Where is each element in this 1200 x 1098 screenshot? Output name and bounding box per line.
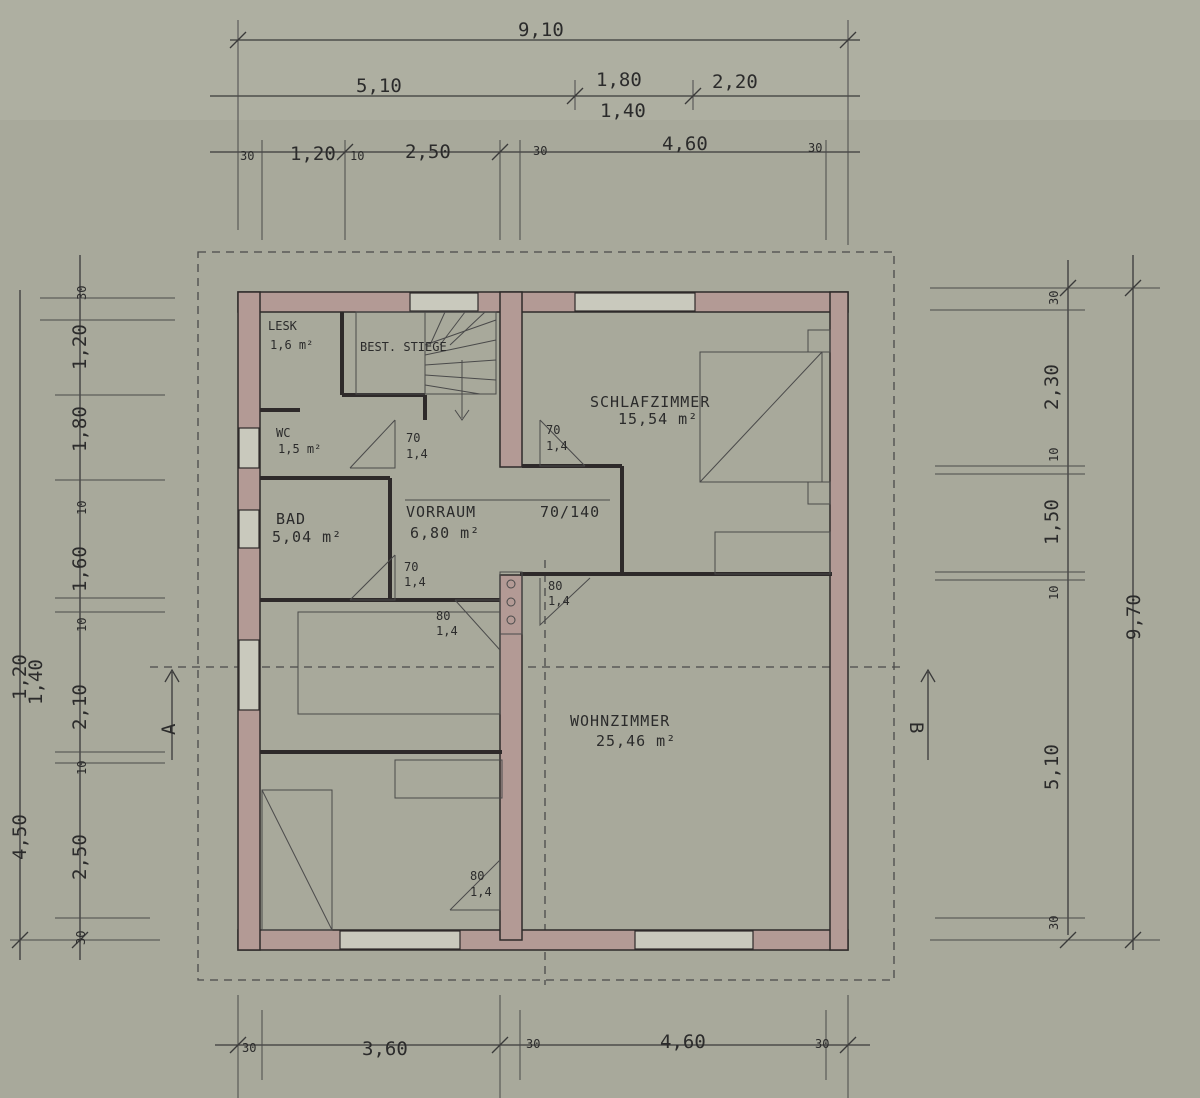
room-schlafzimmer-name: SCHLAFZIMMER [590, 393, 710, 411]
door-label-6b: 1,4 [470, 885, 492, 899]
left-dimension-lines [10, 255, 175, 960]
room-lesk-area: 1,6 m² [270, 338, 313, 352]
door-label-1: 70 [406, 431, 420, 445]
dim-top-seg-2: 1,20 [290, 143, 336, 165]
dim-left-seg-7: 10 [75, 501, 89, 515]
section-arrow-left [164, 668, 180, 760]
door-label-2: 70 [404, 560, 418, 574]
dim-top-seg-1: 30 [240, 149, 254, 163]
bottom-dimension-lines [215, 995, 870, 1098]
dim-top-seg-5: 30 [533, 144, 547, 158]
door-label-2b: 1,4 [404, 575, 426, 589]
door-label-5: 80 [436, 609, 450, 623]
room-stiege-name: BEST. STIEGE [360, 340, 447, 354]
dim-left-seg-4: 2,10 [69, 684, 91, 730]
dim-right-seg-6: 5,10 [1041, 744, 1063, 790]
right-dimension-lines [930, 255, 1160, 950]
dim-top-seg-7: 30 [808, 141, 822, 155]
room-lesk-name: LESK [268, 319, 298, 333]
dim-top-right: 2,20 [712, 71, 758, 93]
room-bad-area: 5,04 m² [272, 528, 342, 546]
dim-right-seg-1: 30 [1047, 291, 1061, 305]
dim-top-seg-4: 2,50 [405, 141, 451, 163]
door-label-4: 80 [548, 579, 562, 593]
room-bad-name: BAD [276, 510, 306, 528]
windows [238, 292, 754, 950]
dim-bottom-seg-3: 30 [526, 1037, 540, 1051]
dim-right-seg-3: 10 [1047, 448, 1061, 462]
top-dimension-lines [210, 20, 860, 245]
dim-top-mid-upper: 1,80 [596, 69, 642, 91]
room-schlafzimmer-area: 15,54 m² [618, 410, 698, 428]
dim-left-outer-1: 4,50 [9, 814, 31, 860]
dim-top-total: 9,10 [518, 19, 564, 41]
door-label-4b: 1,4 [548, 594, 570, 608]
door-label-1b: 1,4 [406, 447, 428, 461]
dim-left-seg-1: 30 [74, 931, 88, 945]
room-wohnzimmer-name: WOHNZIMMER [570, 712, 670, 730]
door-label-3: 70 [546, 423, 560, 437]
section-mark-a: A [158, 723, 180, 735]
section-arrow-right [920, 668, 936, 760]
staircase [355, 311, 497, 421]
dim-left-outer-2: 1,40 [25, 659, 47, 705]
dim-right-total: 9,70 [1123, 594, 1145, 640]
dim-bottom-seg-5: 30 [815, 1037, 829, 1051]
dim-left-seg-5: 10 [75, 618, 89, 632]
dim-right-seg-4: 1,50 [1041, 499, 1063, 545]
dim-left-seg-3: 10 [75, 761, 89, 775]
dim-top-seg-6: 4,60 [662, 133, 708, 155]
dashed-outline [150, 251, 900, 985]
dim-bottom-seg-1: 30 [242, 1041, 256, 1055]
room-vorraum-door: 70/140 [540, 503, 600, 521]
dim-right-seg-2: 2,30 [1041, 364, 1063, 410]
room-vorraum-area: 6,80 m² [410, 524, 480, 542]
room-vorraum-name: VORRAUM [406, 503, 476, 521]
dim-right-seg-7: 30 [1047, 916, 1061, 930]
room-wc-name: WC [276, 426, 290, 440]
room-wohnzimmer-area: 25,46 m² [596, 732, 676, 750]
paper-light-band [0, 0, 1200, 120]
dim-left-seg-10: 30 [75, 286, 89, 300]
dim-right-seg-5: 10 [1047, 586, 1061, 600]
dim-left-seg-2: 2,50 [69, 834, 91, 880]
door-label-5b: 1,4 [436, 624, 458, 638]
dim-top-mid-lower: 1,40 [600, 100, 646, 122]
dim-left-seg-6: 1,60 [69, 546, 91, 592]
dim-bottom-seg-2: 3,60 [362, 1038, 408, 1060]
section-mark-b: B [905, 722, 927, 733]
dim-top-seg-3: 10 [350, 149, 364, 163]
door-label-6: 80 [470, 869, 484, 883]
dim-top-left: 5,10 [356, 75, 402, 97]
room-wc-area: 1,5 m² [278, 442, 321, 456]
door-label-3b: 1,4 [546, 439, 568, 453]
dim-left-seg-9: 1,20 [69, 324, 91, 370]
dim-left-seg-8: 1,80 [69, 406, 91, 452]
dim-left-outer-3: 1,20 [9, 654, 31, 700]
dim-bottom-seg-4: 4,60 [660, 1031, 706, 1053]
interior-details [261, 329, 831, 931]
